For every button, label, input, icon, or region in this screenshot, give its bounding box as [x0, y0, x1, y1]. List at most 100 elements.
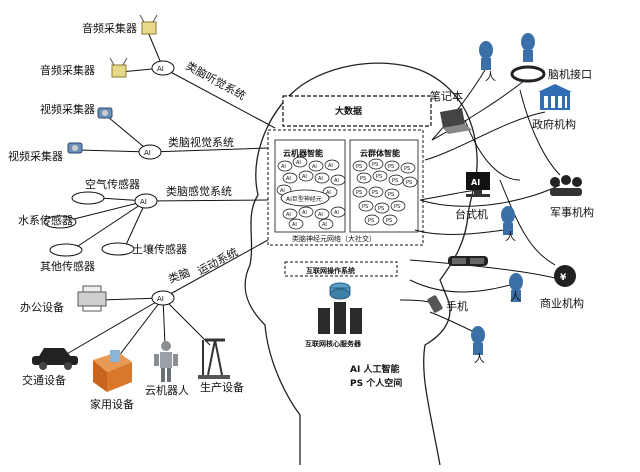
ps-node-1-label: PS — [372, 162, 378, 168]
ai-node-15-label: AI — [322, 222, 327, 228]
desktop-label: 台式机 — [455, 207, 488, 221]
bci-label: 脑机接口 — [548, 67, 592, 81]
svg-text:¥: ¥ — [560, 273, 567, 283]
ps-node-15-label: PS — [386, 218, 392, 224]
soil-sensor-node — [101, 242, 135, 256]
ps-node-0 — [352, 160, 368, 172]
ps-node-14-label: PS — [368, 218, 374, 224]
ai-node-8-label: AI — [280, 188, 285, 194]
cloud-machine-box — [274, 139, 346, 233]
ai-node-3 — [324, 159, 340, 171]
right-connection-lines — [399, 69, 561, 336]
desktop-icon: AI — [466, 172, 490, 197]
video-collector-1-icon — [97, 107, 113, 119]
ai-node-5 — [298, 170, 314, 182]
ai-node-2 — [308, 160, 324, 172]
production-device-label: 生产设备 — [200, 380, 244, 394]
svg-text:AI: AI — [157, 295, 164, 303]
ai-node-1-label: AI — [296, 160, 301, 166]
ai-giant-neuron-label: AI巨型神经元 — [286, 195, 322, 203]
person-icon-4 — [471, 326, 485, 355]
printer-icon — [77, 285, 107, 312]
ps-node-12 — [374, 202, 390, 214]
ai-node-0 — [277, 160, 293, 172]
ai-node-7 — [330, 174, 346, 186]
svg-text:AI: AI — [140, 198, 147, 206]
visual-system-label: 类脑视觉系统 — [168, 135, 234, 149]
ps-node-4-label: PS — [360, 176, 366, 182]
ps-node-8-label: PS — [356, 190, 362, 196]
person-label-1: 人 — [485, 70, 496, 83]
ps-node-7-label: PS — [406, 180, 412, 186]
home-device-icon — [93, 350, 132, 392]
cloud-group-box — [349, 139, 419, 233]
person-label-3: 人 — [510, 290, 521, 303]
laptop-label: 笔记本 — [430, 89, 463, 103]
ps-node-10 — [384, 188, 400, 200]
traffic-device-label: 交通设备 — [22, 373, 66, 387]
legend-ai: AI 人工智能 — [350, 363, 399, 375]
vr-glasses-icon — [448, 256, 488, 266]
ps-node-7 — [402, 176, 418, 188]
router-icon — [329, 282, 351, 300]
ps-node-3 — [400, 162, 416, 174]
ps-node-11 — [358, 200, 374, 212]
ps-node-6 — [388, 174, 404, 186]
server-icon — [318, 302, 362, 334]
ps-node-5-label: PS — [376, 174, 382, 180]
svg-text:AI: AI — [144, 149, 151, 157]
video-collector-1-label: 视频采集器 — [40, 102, 95, 116]
sensory-system-label: 类脑感觉系统 — [166, 184, 232, 198]
person-icon-1 — [521, 33, 535, 62]
video-collector-2-label: 视频采集器 — [8, 149, 63, 163]
bci-icon — [510, 65, 546, 83]
ai-node-10-label: AI — [286, 212, 291, 218]
ps-node-8 — [352, 186, 368, 198]
ps-node-4 — [356, 172, 372, 184]
ai-node-12 — [314, 208, 330, 220]
video-collector-2-icon — [67, 142, 83, 154]
ai-node-12-label: AI — [318, 212, 323, 218]
office-device-label: 办公设备 — [20, 300, 64, 314]
head-outline — [244, 62, 478, 466]
audio-collector-1-icon — [139, 14, 158, 35]
ps-node-9-label: PS — [372, 190, 378, 196]
military-label: 军事机构 — [550, 205, 594, 219]
ps-node-5 — [372, 170, 388, 182]
svg-text:AI: AI — [157, 65, 164, 73]
ai-node-9-label: AI — [326, 190, 331, 196]
commerce-icon: ¥ — [554, 265, 576, 287]
other-sensor-node — [49, 243, 83, 257]
ps-node-11-label: PS — [362, 204, 368, 210]
neural-network-box — [267, 129, 424, 246]
ps-node-12-label: PS — [378, 206, 384, 212]
ai-node-14 — [288, 218, 304, 230]
legend-ps: PS 个人空间 — [350, 377, 402, 389]
ai-node-14-label: AI — [292, 222, 297, 228]
big-data-label: 大数据 — [335, 105, 362, 117]
person-icon-2 — [501, 206, 515, 235]
ai-node-13 — [330, 206, 346, 218]
ai-node-5-label: AI — [302, 174, 307, 180]
left-connection-lines — [64, 31, 276, 366]
big-data-box — [282, 95, 432, 127]
military-icon — [550, 175, 582, 196]
ai-node-2-label: AI — [312, 164, 317, 170]
cloud-group-label: 云群体智能 — [360, 148, 400, 158]
core-server-label: 互联网核心服务器 — [305, 339, 362, 348]
ps-node-0-label: PS — [356, 164, 362, 170]
other-sensor-label: 其他传感器 — [40, 260, 95, 273]
person-icon-3 — [509, 273, 523, 302]
motor-system-prefix: 类脑 — [166, 265, 191, 286]
ai-node-4 — [282, 172, 298, 184]
ai-node-11-label: AI — [302, 210, 307, 216]
cloud-robot-label: 云机器人 — [145, 383, 189, 397]
ai-node-6 — [314, 172, 330, 184]
audio-collector-2-label: 音频采集器 — [40, 63, 95, 77]
ps-node-3-label: PS — [404, 166, 410, 172]
phone-icon — [427, 295, 443, 313]
ai-giant-neuron — [280, 189, 330, 207]
visual-hub: AI — [138, 144, 162, 160]
